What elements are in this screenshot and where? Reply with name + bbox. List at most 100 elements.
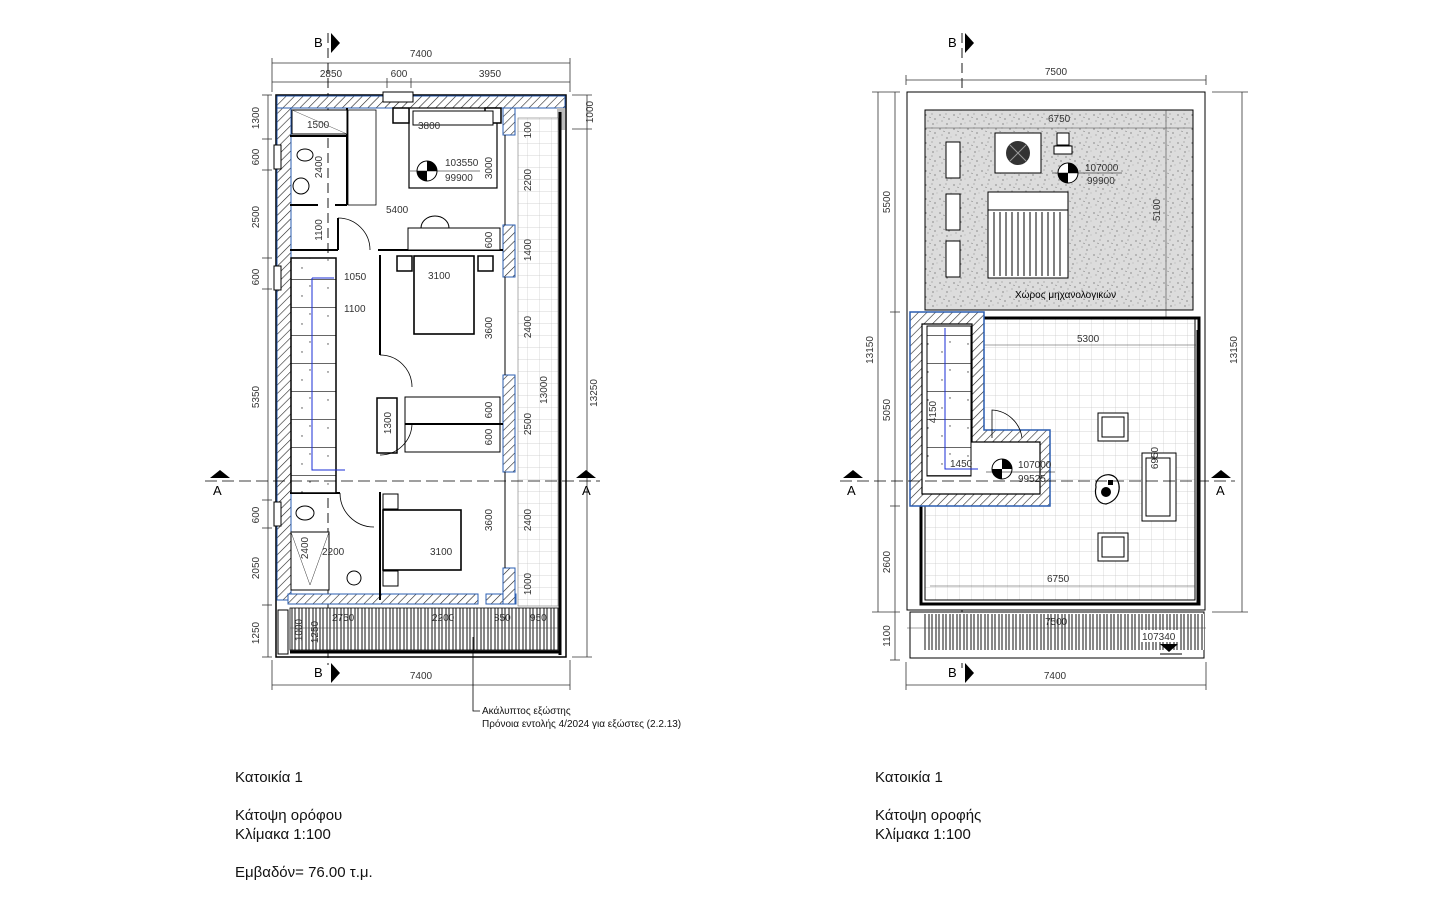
dim-top-total: 7400 (410, 49, 433, 60)
floor-plan-title-block: Κατοικία 1 Κάτοψη ορόφου Κλίμακα 1:100 Ε… (235, 768, 373, 882)
dim-balcony-3: 850 (494, 613, 511, 624)
balcony-note-line2: Πρόνοια εντολής 4/2024 για εξώστες (2.2.… (482, 719, 682, 730)
floor-plan: 7400 2850 600 3950 B (205, 33, 600, 712)
roof-pergola-level: 107340 (1142, 632, 1176, 643)
floor-level-bottom: 99900 (445, 173, 473, 184)
floor-view-title: Κάτοψη ορόφου (235, 807, 343, 824)
roof-section-b-top-arrow-icon (965, 33, 974, 53)
section-a-left-label: A (213, 483, 222, 498)
roof-section-b-bottom-arrow-icon (965, 663, 974, 683)
roof-terrace-level-top: 107000 (1018, 460, 1052, 471)
roof-dim-left-outer: 13150 (865, 336, 876, 364)
dim-bath2-width: 2200 (322, 547, 345, 558)
roof-sofa-dim: 6950 (1150, 446, 1161, 469)
roof-section-a-left-arrow-icon (843, 470, 863, 478)
roof-dim-left-1: 5500 (882, 190, 893, 213)
roof-section-a-left-label: A (847, 483, 856, 498)
roof-scale: Κλίμακα 1:100 (875, 826, 971, 843)
roof-view-title: Κάτοψη οροφής (875, 807, 982, 824)
roof-section-a-right-label: A (1216, 483, 1225, 498)
roof-mech-width: 6750 (1048, 114, 1071, 125)
dim-left-4: 600 (251, 268, 262, 285)
roof-plan: B 7500 6750 5100 107000 999 (840, 33, 1248, 690)
roof-mech-label: Χώρος μηχανολογικών (1015, 289, 1116, 301)
roof-dim-top: 7500 (1045, 67, 1068, 78)
dim-top-seg-3: 3950 (479, 69, 502, 80)
roof-section-a-right-arrow-icon (1211, 470, 1231, 478)
balcony-note-line1: Ακάλυπτος εξώστης (482, 706, 571, 717)
dim-bath-depth: 2400 (314, 155, 325, 178)
roof-plan-title-block: Κατοικία 1 Κάτοψη οροφής Κλίμακα 1:100 (875, 768, 981, 844)
roof-dim-right-outer: 13150 (1229, 336, 1240, 364)
roof-section-b-bottom-label: B (948, 665, 957, 680)
dim-corridor: 5400 (386, 205, 409, 216)
dim-right-inner-1400: 1400 (523, 238, 534, 261)
floor-scale: Κλίμακα 1:100 (235, 826, 331, 843)
section-b-top-arrow-icon (331, 33, 340, 53)
dim-right-inner-1000: 1000 (523, 572, 534, 595)
section-b-bottom-label: B (314, 665, 323, 680)
dim-bed2-width: 3100 (428, 271, 451, 282)
roof-mech-level-top: 107000 (1085, 163, 1119, 174)
dim-window-6: 3600 (484, 508, 495, 531)
dim-right-outer: 13250 (589, 379, 600, 407)
roof-dwelling-title: Κατοικία 1 (875, 769, 943, 786)
section-a-right-arrow-icon (576, 470, 596, 478)
dim-left-2: 600 (251, 148, 262, 165)
dim-left-3: 2500 (251, 205, 262, 228)
section-b-top-label: B (314, 35, 323, 50)
dim-bed1-width: 3800 (418, 121, 441, 132)
dim-window-1: 3000 (484, 156, 495, 179)
roof-section-b-top-label: B (948, 35, 957, 50)
dim-right-inner-2400a: 2400 (523, 315, 534, 338)
dim-stair-landing: 1050 (344, 272, 367, 283)
floor-top-dimensions (271, 58, 571, 92)
dim-left-6: 600 (251, 506, 262, 523)
dim-left-8: 1250 (251, 621, 262, 644)
roof-landing-dim: 1450 (950, 459, 973, 470)
dim-bath2-depth: 2400 (300, 536, 311, 559)
dim-balcony-2: 2200 (432, 613, 455, 624)
dim-balcony-side-1: 1000 (294, 618, 305, 641)
dim-window-2: 600 (484, 231, 495, 248)
roof-terrace-width: 5300 (1077, 334, 1100, 345)
level-arrow-icon (1160, 644, 1178, 652)
dim-right-inner-2400b: 2400 (523, 508, 534, 531)
dim-stair-width: 1100 (344, 304, 366, 315)
dim-wardrobe: 1300 (383, 411, 394, 434)
dim-left-7: 2050 (251, 556, 262, 579)
roof-mech-depth: 5100 (1152, 198, 1163, 221)
roof-pergola-width: 7500 (1045, 617, 1068, 628)
roof-dim-bottom: 7400 (1044, 671, 1067, 682)
dim-right-inner-total: 13000 (539, 376, 550, 404)
floor-dwelling-title: Κατοικία 1 (235, 769, 303, 786)
floor-area: Εμβαδόν= 76.00 τ.μ. (235, 864, 373, 881)
dim-bed3-width: 3100 (430, 547, 453, 558)
section-a-left-arrow-icon (210, 470, 230, 478)
roof-dim-left-4: 1100 (882, 625, 893, 647)
dim-balcony-4: 950 (530, 613, 547, 624)
dim-right-inner-2500: 2500 (523, 412, 534, 435)
dim-top-seg-2: 600 (391, 69, 408, 80)
dim-left-1: 1300 (251, 106, 262, 129)
roof-mech-level-bottom: 99900 (1087, 176, 1115, 187)
dim-bottom-total: 7400 (410, 671, 433, 682)
section-b-bottom-arrow-icon (331, 663, 340, 683)
dim-bath-width: 1500 (307, 120, 330, 131)
dim-balcony-1: 2750 (332, 613, 355, 624)
dim-balcony-side-2: 1250 (310, 620, 321, 643)
dim-window-4: 600 (484, 401, 495, 418)
dim-left-5: 5350 (251, 385, 262, 408)
roof-dim-left-3: 2600 (882, 550, 893, 573)
dim-top-seg-1: 2850 (320, 69, 343, 80)
roof-terrace-bottom-width: 6750 (1047, 574, 1070, 585)
dim-right-top: 1000 (585, 100, 596, 123)
dim-right-inner-2200: 2200 (523, 168, 534, 191)
floor-level-top: 103550 (445, 158, 479, 169)
dim-right-inner-100: 100 (523, 121, 534, 138)
dim-window-3: 3600 (484, 316, 495, 339)
balcony-note: Ακάλυπτος εξώστης Πρόνοια εντολής 4/2024… (482, 705, 681, 731)
roof-terrace-level-bottom: 99525 (1018, 474, 1046, 485)
dim-hall: 1100 (314, 219, 325, 241)
